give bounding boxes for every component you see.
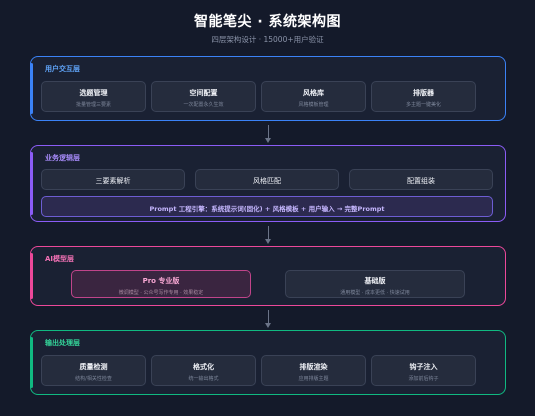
module-desc: 多主题一键美化 [405, 102, 441, 108]
module-hook-injection[interactable]: 钩子注入 添加前后钩子 [371, 355, 476, 386]
module-quality-check[interactable]: 质量检测 结构/相关性检查 [41, 355, 146, 386]
module-style-library[interactable]: 风格库 风格模板管理 [261, 81, 366, 112]
module-desc: 一次配置永久生效 [183, 102, 224, 108]
module-title: 排版器 [413, 89, 434, 97]
page-subtitle: 四层架构设计 · 15000+用户验证 [211, 35, 324, 44]
module-layout-render[interactable]: 排版渲染 应用排版主题 [261, 355, 366, 386]
module-title: 格式化 [193, 363, 214, 371]
layer-user-interaction: 用户交互层 选题管理 批量管理三要素 空间配置 一次配置永久生效 风格库 风格模… [30, 56, 506, 121]
module-desc: 风格模板管理 [298, 102, 329, 108]
module-desc: 添加前后钩子 [408, 376, 439, 382]
module-desc: 结构/相关性检查 [75, 376, 112, 382]
prompt-engine-text: Prompt 工程引擎：系统提示词(固化) + 风格模板 + 用户输入 → 完整… [149, 205, 385, 213]
module-title: 质量检测 [79, 363, 108, 371]
module-title: 选题管理 [79, 89, 108, 97]
module-formatting[interactable]: 格式化 统一输出格式 [151, 355, 256, 386]
layer-ai-model: AI模型层 Pro 专业版 微调模型 · 公众号写作专用 · 效果稳定 基础版 … [30, 246, 506, 306]
module-title: 风格库 [303, 89, 324, 97]
module-desc: 统一输出格式 [188, 376, 219, 382]
model-title: Pro 专业版 [142, 277, 180, 285]
model-desc: 通用模型 · 成本更低 · 快速试用 [340, 290, 410, 296]
model-pro-version[interactable]: Pro 专业版 微调模型 · 公众号写作专用 · 效果稳定 [71, 270, 251, 298]
flow-arrow [265, 310, 271, 328]
module-space-config[interactable]: 空间配置 一次配置永久生效 [151, 81, 256, 112]
module-title: 钩子注入 [409, 363, 438, 371]
prompt-engine-bar[interactable]: Prompt 工程引擎：系统提示词(固化) + 风格模板 + 用户输入 → 完整… [41, 196, 493, 217]
model-desc: 微调模型 · 公众号写作专用 · 效果稳定 [118, 290, 204, 296]
module-title: 空间配置 [189, 89, 218, 97]
layer-output-processing: 输出处理层 质量检测 结构/相关性检查 格式化 统一输出格式 排版渲染 应用排版… [30, 330, 506, 395]
page-title: 智能笔尖 · 系统架构图 [193, 14, 342, 30]
module-title: 排版渲染 [299, 363, 328, 371]
module-title: 三要素解析 [95, 177, 131, 185]
module-three-element-parse[interactable]: 三要素解析 [41, 169, 185, 190]
model-basic-version[interactable]: 基础版 通用模型 · 成本更低 · 快速试用 [285, 270, 465, 298]
flow-arrow [265, 125, 271, 143]
module-title: 风格匹配 [253, 177, 281, 185]
layer-label: 业务逻辑层 [45, 154, 80, 162]
module-typesetter[interactable]: 排版器 多主题一键美化 [371, 81, 476, 112]
model-title: 基础版 [364, 277, 386, 285]
layer-business-logic: 业务逻辑层 三要素解析 风格匹配 配置组装 Prompt 工程引擎：系统提示词(… [30, 145, 506, 222]
layer-label: 输出处理层 [45, 339, 80, 347]
module-desc: 批量管理三要素 [75, 102, 111, 108]
module-desc: 应用排版主题 [298, 376, 329, 382]
module-title: 配置组装 [407, 177, 435, 185]
module-style-match[interactable]: 风格匹配 [195, 169, 339, 190]
module-topic-management[interactable]: 选题管理 批量管理三要素 [41, 81, 146, 112]
module-config-assembly[interactable]: 配置组装 [349, 169, 493, 190]
layer-label: 用户交互层 [45, 65, 80, 73]
layer-label: AI模型层 [45, 255, 75, 263]
flow-arrow [265, 226, 271, 244]
